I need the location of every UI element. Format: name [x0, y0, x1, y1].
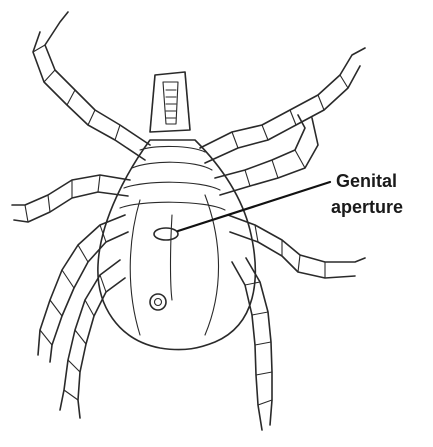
leg-3-left [38, 215, 125, 355]
leg-2-left-outer [14, 192, 128, 222]
anal-opening-outer [150, 294, 166, 310]
leg-3-right-outer [230, 232, 355, 278]
palp-left [150, 75, 155, 132]
leg-2-left [12, 175, 130, 205]
leg-2-right-outer [220, 118, 318, 195]
leg-4-left-joints [64, 275, 106, 400]
leg-3-left-joints [40, 225, 106, 345]
leg-3-right-joints [255, 225, 325, 278]
leg-2-right [215, 115, 305, 178]
ventral-groove-left [130, 200, 140, 335]
leg-3-left-outer [50, 232, 128, 362]
leg-4-right-outer [246, 258, 272, 425]
anal-opening-inner [155, 299, 162, 306]
annotation-label-genital: Genital [336, 170, 397, 192]
ventral-groove-right [205, 195, 219, 335]
leg-1-left [45, 12, 150, 145]
leg-1-right-joints [232, 75, 348, 148]
leg-1-left-outer [33, 32, 145, 160]
annotation-pointer-line [178, 182, 330, 231]
leg-4-left [60, 260, 120, 410]
leg-2-right-joints [245, 150, 305, 186]
genital-aperture [154, 228, 178, 240]
palp-right [185, 72, 190, 130]
hypostome-denticles [166, 90, 176, 118]
leg-2-left-joints [25, 175, 100, 222]
body-outline [98, 140, 255, 350]
annotation-label-aperture: aperture [331, 196, 403, 218]
capitulum [150, 72, 190, 132]
